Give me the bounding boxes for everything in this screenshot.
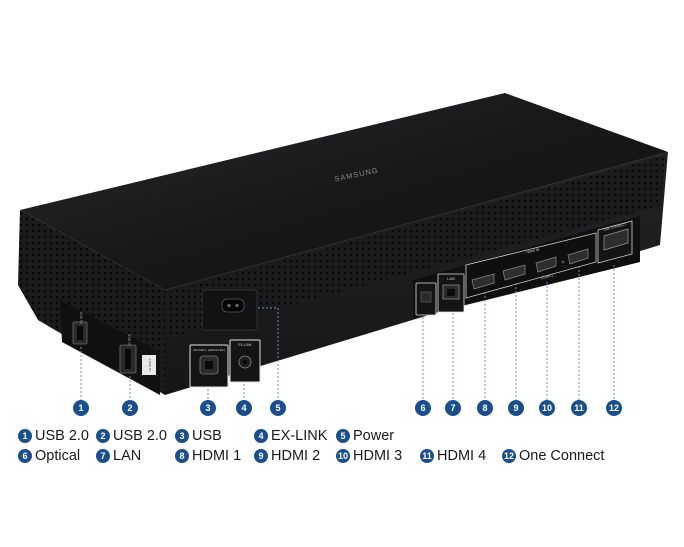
usb-b-port[interactable] bbox=[189, 344, 229, 388]
legend-label: One Connect bbox=[519, 448, 605, 464]
legend-label: EX-LINK bbox=[271, 428, 328, 444]
usb-service-sticker bbox=[142, 355, 156, 375]
legend-label: HDMI 2 bbox=[271, 448, 321, 464]
callout-7: 7 bbox=[445, 400, 461, 416]
legend-item-10: 10 HDMI 3 bbox=[336, 448, 402, 464]
legend-item-6: 6 Optical bbox=[18, 448, 80, 464]
usb-port-2-label: USB 5V bbox=[127, 334, 131, 347]
callout-3: 3 bbox=[200, 400, 216, 416]
legend-num: 8 bbox=[175, 449, 189, 463]
legend-item-1: 1 USB 2.0 bbox=[18, 428, 89, 444]
legend-num: 3 bbox=[175, 429, 189, 443]
box-top-surface bbox=[20, 93, 668, 290]
legend-num: 11 bbox=[420, 449, 434, 463]
ex-link-label: EX-LINK bbox=[238, 343, 252, 347]
lan-port[interactable] bbox=[437, 273, 465, 313]
one-connect-port[interactable] bbox=[597, 220, 633, 264]
legend-item-4: 4 EX-LINK bbox=[254, 428, 327, 444]
legend-num: 9 bbox=[254, 449, 268, 463]
legend-label: USB 2.0 bbox=[35, 428, 89, 444]
hdmi-port-1[interactable] bbox=[471, 273, 495, 290]
callout-12: 12 bbox=[606, 400, 622, 416]
leader-lines bbox=[80, 265, 615, 400]
legend-label: USB bbox=[192, 428, 222, 444]
hdmi-port-2[interactable] bbox=[502, 264, 526, 281]
legend-label: HDMI 3 bbox=[353, 448, 403, 464]
legend-item-9: 9 HDMI 2 bbox=[254, 448, 320, 464]
legend-item-8: 8 HDMI 1 bbox=[175, 448, 241, 464]
legend-label: HDMI 1 bbox=[192, 448, 242, 464]
hdmi-port-4[interactable] bbox=[567, 248, 589, 265]
legend-item-7: 7 LAN bbox=[96, 448, 141, 464]
callout-1: 1 bbox=[73, 400, 89, 416]
lan-label: LAN bbox=[447, 276, 455, 281]
hdmi-indicator-dot bbox=[561, 260, 565, 264]
legend-label: HDMI 4 bbox=[437, 448, 487, 464]
usb-service-label: (HDD) 5V bbox=[148, 358, 152, 371]
callout-10: 10 bbox=[539, 400, 555, 416]
usb-port-2[interactable] bbox=[119, 344, 137, 374]
callout-2: 2 bbox=[122, 400, 138, 416]
legend-label: Optical bbox=[35, 448, 81, 464]
callout-8: 8 bbox=[477, 400, 493, 416]
hdmi-port-3[interactable] bbox=[535, 256, 557, 273]
legend-num: 2 bbox=[96, 429, 110, 443]
callout-4: 4 bbox=[236, 400, 252, 416]
usb-port-1-label: USB 5V bbox=[79, 312, 83, 325]
callout-5: 5 bbox=[270, 400, 286, 416]
power-inlet[interactable] bbox=[201, 289, 258, 331]
legend-item-5: 5 Power bbox=[336, 428, 394, 444]
legend-label: USB 2.0 bbox=[113, 428, 167, 444]
ex-link-port[interactable] bbox=[229, 339, 261, 383]
legend-label: LAN bbox=[113, 448, 142, 464]
front-vent-area bbox=[168, 156, 664, 338]
legend-label: Power bbox=[353, 428, 395, 444]
hdmi-group-label: HDMI IN bbox=[526, 247, 540, 254]
legend-num: 12 bbox=[502, 449, 516, 463]
legend-num: 10 bbox=[336, 449, 350, 463]
hdmi-arc-label: 3 (ARC) bbox=[540, 274, 553, 281]
right-port-recess bbox=[413, 216, 640, 318]
legend-item-2: 2 USB 2.0 bbox=[96, 428, 167, 444]
one-connect-label: ONE CONNECT bbox=[603, 222, 627, 232]
usb-port-1[interactable] bbox=[72, 321, 88, 345]
legend-num: 6 bbox=[18, 449, 32, 463]
callout-9: 9 bbox=[508, 400, 524, 416]
callout-6: 6 bbox=[415, 400, 431, 416]
legend-item-12: 12 One Connect bbox=[502, 448, 604, 464]
callout-11: 11 bbox=[571, 400, 587, 416]
legend-num: 4 bbox=[254, 429, 268, 443]
legend-num: 5 bbox=[336, 429, 350, 443]
legend-num: 1 bbox=[18, 429, 32, 443]
legend-item-11: 11 HDMI 4 bbox=[420, 448, 486, 464]
legend-num: 7 bbox=[96, 449, 110, 463]
usb-b-label: ANYNET+ (HDMI-CEC) bbox=[193, 348, 225, 352]
legend-item-3: 3 USB bbox=[175, 428, 222, 444]
optical-port[interactable] bbox=[415, 282, 437, 316]
hdmi-group-frame bbox=[465, 232, 597, 299]
